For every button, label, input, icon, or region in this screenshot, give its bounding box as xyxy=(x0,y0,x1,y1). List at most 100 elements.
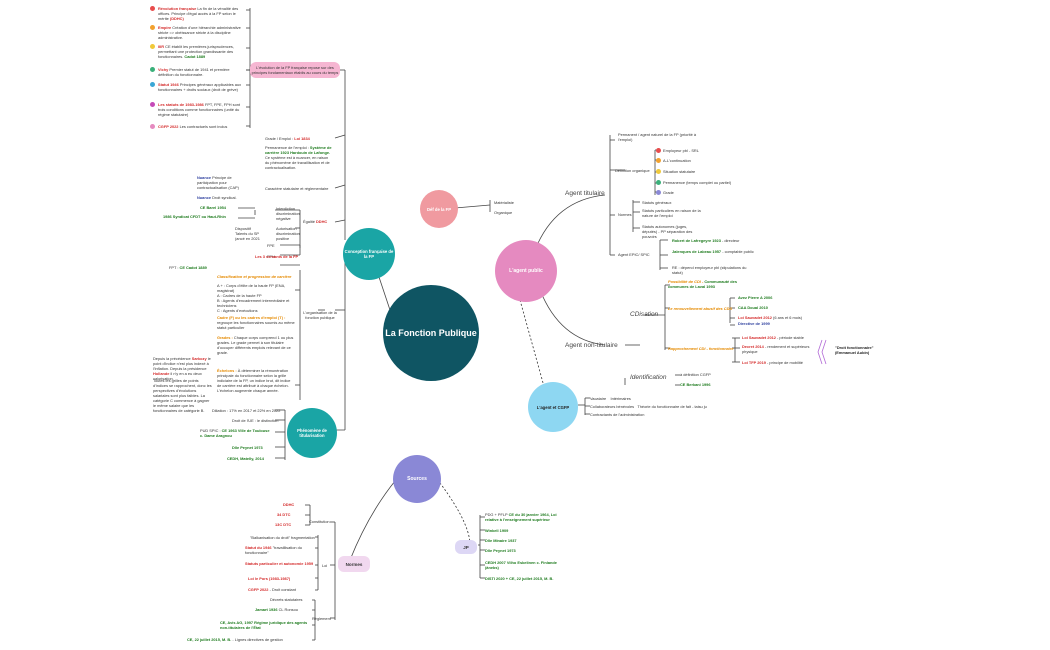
rapprochement-item: Rapprochement CDI - fonctionnaire xyxy=(668,346,734,351)
trois-versants-item: Les 3 versants de la FP xyxy=(255,254,299,259)
status-dot xyxy=(656,190,661,195)
titularisation-label: Phénomène de titularisation xyxy=(297,428,327,438)
jp-item-6: DISTI 2020 + CE, 22 juillet 2015, M. B. xyxy=(485,576,554,581)
grilles-item: Toutes les grilles de points d'indices s… xyxy=(153,378,212,413)
history-item-1: Révolution française La fin de la vénali… xyxy=(150,6,246,21)
critere-3: Situation statutaire xyxy=(656,169,695,174)
classification-item: Classification et progression de carrièr… xyxy=(217,274,292,279)
jp-item-3: Dlle Minaire 1937 xyxy=(485,538,517,543)
precedence-item: Depuis la précédence Sarkozy le point d'… xyxy=(153,356,211,381)
def-label: Déf de la FP xyxy=(427,206,451,212)
grade-item: Grade / Emploi : Loi 1834 xyxy=(265,136,310,141)
epic-item-2: Jalenques de Labeau 1957 - comptable pub… xyxy=(672,249,754,254)
quote-item: "Droit fonctionnaire" (Emmanuel Aubin) xyxy=(835,345,874,355)
status-dot xyxy=(150,82,155,87)
ls-item: Loi Sauvadet 2012 - période stable xyxy=(742,335,804,340)
fpt-item: FPT : CE Cadot 1889 xyxy=(169,265,207,270)
evolution-label: L'évolution de la FP française repose su… xyxy=(251,65,339,75)
cgfp-item-1: Vacataire Intérimaires xyxy=(590,396,631,401)
categories-list: A + : Corps d'élite de la haute FP (ENA,… xyxy=(217,283,295,313)
def-item-2: Organique xyxy=(494,210,513,215)
autorisation-item: Autorisation discrimination positive xyxy=(276,226,300,241)
critere-5: Grade xyxy=(656,190,674,195)
def-node[interactable]: Déf de la FP xyxy=(420,190,458,228)
ident-item-1: à définition CGFP xyxy=(680,372,711,377)
cgfp-item-3: Contractants de l'administration xyxy=(590,412,645,417)
fpe-item: FPE xyxy=(267,243,275,248)
critere-4: Permanence (temps complet ou partiel) xyxy=(656,180,731,185)
titularisation-node[interactable]: Phénomène de titularisation xyxy=(287,408,337,458)
jp-pill[interactable]: JP xyxy=(455,540,477,554)
dispositif-item: Dispositif Talents du SP (ancé en 2021 xyxy=(235,226,260,241)
status-dot xyxy=(656,169,661,174)
normes-label: Normes xyxy=(345,561,363,567)
status-dot xyxy=(150,44,155,49)
c13-item: 13C DTC xyxy=(275,522,292,527)
sources-node[interactable]: Sources xyxy=(393,455,441,503)
loi-item-2: Statut du 1946 "travaillisation du fonct… xyxy=(245,545,302,555)
epic-item: Agent EPIC/ SPIC xyxy=(618,252,650,257)
grades-item: Grades : Chaque corps comprend 1 ou plus… xyxy=(217,335,294,355)
ce-barel-item: CE Barel 1954 xyxy=(200,205,226,210)
conception-node[interactable]: Conception française de la FP xyxy=(343,228,395,280)
fph-item: FPH xyxy=(267,254,275,259)
cgfp-label: L'agent et CGFP xyxy=(536,404,570,410)
history-item-6: Les statuts de 1983-1986 FPT, FPE, FPH s… xyxy=(150,102,246,117)
history-item-4: Vichy Premier statut de 1941 et première… xyxy=(150,67,246,77)
loi-sauvadet-item: Loi Sauvadet 2012 (6 ans et 6 mois) xyxy=(738,315,803,320)
c34-item: 34 DTC xyxy=(277,512,291,517)
jp-item-4: Dlle Peynet 1973 xyxy=(485,548,516,553)
constitution-item: Constitution xyxy=(309,519,330,524)
cadre-item: Cadre (F) ou les cadres d'emploi (T) : r… xyxy=(217,315,295,330)
ident-item-2: CE Berkani 1996 xyxy=(680,382,711,387)
critere-2: A-L'continuation xyxy=(656,158,691,163)
status-dot xyxy=(150,124,155,129)
permanent-item: Permanent / agent naturel de la FP (prio… xyxy=(618,132,697,142)
conception-label: Conception française de la FP xyxy=(344,249,394,259)
egalite-item: Égalité DDHC xyxy=(303,219,328,224)
jp-item-5: CEDH 2007 Vilho Eskelinen c. Finlande (â… xyxy=(485,560,557,570)
cdisation-label: CDisation xyxy=(630,311,659,318)
def-item-1: Matérialiste xyxy=(494,200,514,205)
identification-label: Identification xyxy=(630,374,667,381)
status-dot xyxy=(150,6,155,11)
regl-item-1: Décrets statutaires xyxy=(270,597,303,602)
agent-label: L'agent public xyxy=(509,268,543,274)
status-dot xyxy=(150,67,155,72)
decret-item: Decret 2014 - rendement et supérieurs ph… xyxy=(742,344,810,354)
history-item-2: Empire Création d'une hiérarchie adminis… xyxy=(150,25,246,40)
echelons-item: Échelons : À déterminer la rémunération … xyxy=(217,368,291,393)
cdisation-item-2: Le renouvellement abusif des CDD xyxy=(668,306,733,311)
regl-item-2: Jamart 1936 CL Ronsou xyxy=(255,607,298,612)
non-titulaire-label: Agent non-titulaire xyxy=(565,342,618,349)
ddhc-item: DDHC xyxy=(283,502,295,507)
category-a-plus: A + : Corps d'élite de la haute FP (ENA,… xyxy=(217,283,286,293)
normes-pill[interactable]: Normes xyxy=(338,556,370,572)
center-node[interactable]: La Fonction Publique xyxy=(383,285,479,381)
category-c: C : Agents d'exécutions xyxy=(217,308,258,313)
history-item-5: Statut 1946 Principes généraux applicabl… xyxy=(150,82,246,92)
cgfp-item-2: Collaborateurs bénévoles Théorie du fonc… xyxy=(590,404,707,409)
nuance-item-2: Nuance Droit syndical. xyxy=(197,195,237,200)
category-a: A : Cadres de la haute FP xyxy=(217,293,262,298)
evolution-pill[interactable]: L'évolution de la FP française repose su… xyxy=(250,62,340,78)
loi-item-4: Loi le Pors (1983-1987) xyxy=(248,576,291,581)
organisation-item: L'organisation de la fonction publique xyxy=(303,310,337,320)
nuance-item: Nuance Principe de participation pour co… xyxy=(197,175,239,190)
tfp-item: Loi TFP 2019 - principe de mobilité xyxy=(742,360,803,365)
permanence-item: Permanence de l'emploi : Système de carr… xyxy=(265,145,332,170)
status-dot xyxy=(656,180,661,185)
titularisation-item-1: Diliation : 17% en 2017 et 22% en 2022 xyxy=(212,408,281,413)
cgfp-node[interactable]: L'agent et CGFP xyxy=(528,382,578,432)
loi-item-1: "Balkanisation du droit" fragmentation xyxy=(250,535,315,540)
epic-item-1: Robert de Lafregeyre 1923 - directeur xyxy=(672,238,740,243)
loi-item-3: Statuts particulier et autonomie 1959 xyxy=(245,561,314,566)
normes-agent-item: Normes xyxy=(618,212,632,217)
agent-node[interactable]: L'agent public xyxy=(495,240,557,302)
category-b: B : Agents d'encadrement intermédiaire e… xyxy=(217,298,290,308)
regl-item-3: CE, Avis AG, 1997 Régime juridique des a… xyxy=(220,620,308,630)
cdisation-ref-2: CAA Doual 2010 xyxy=(738,305,768,310)
jp-item-2: Winkell 1909 xyxy=(485,528,509,533)
